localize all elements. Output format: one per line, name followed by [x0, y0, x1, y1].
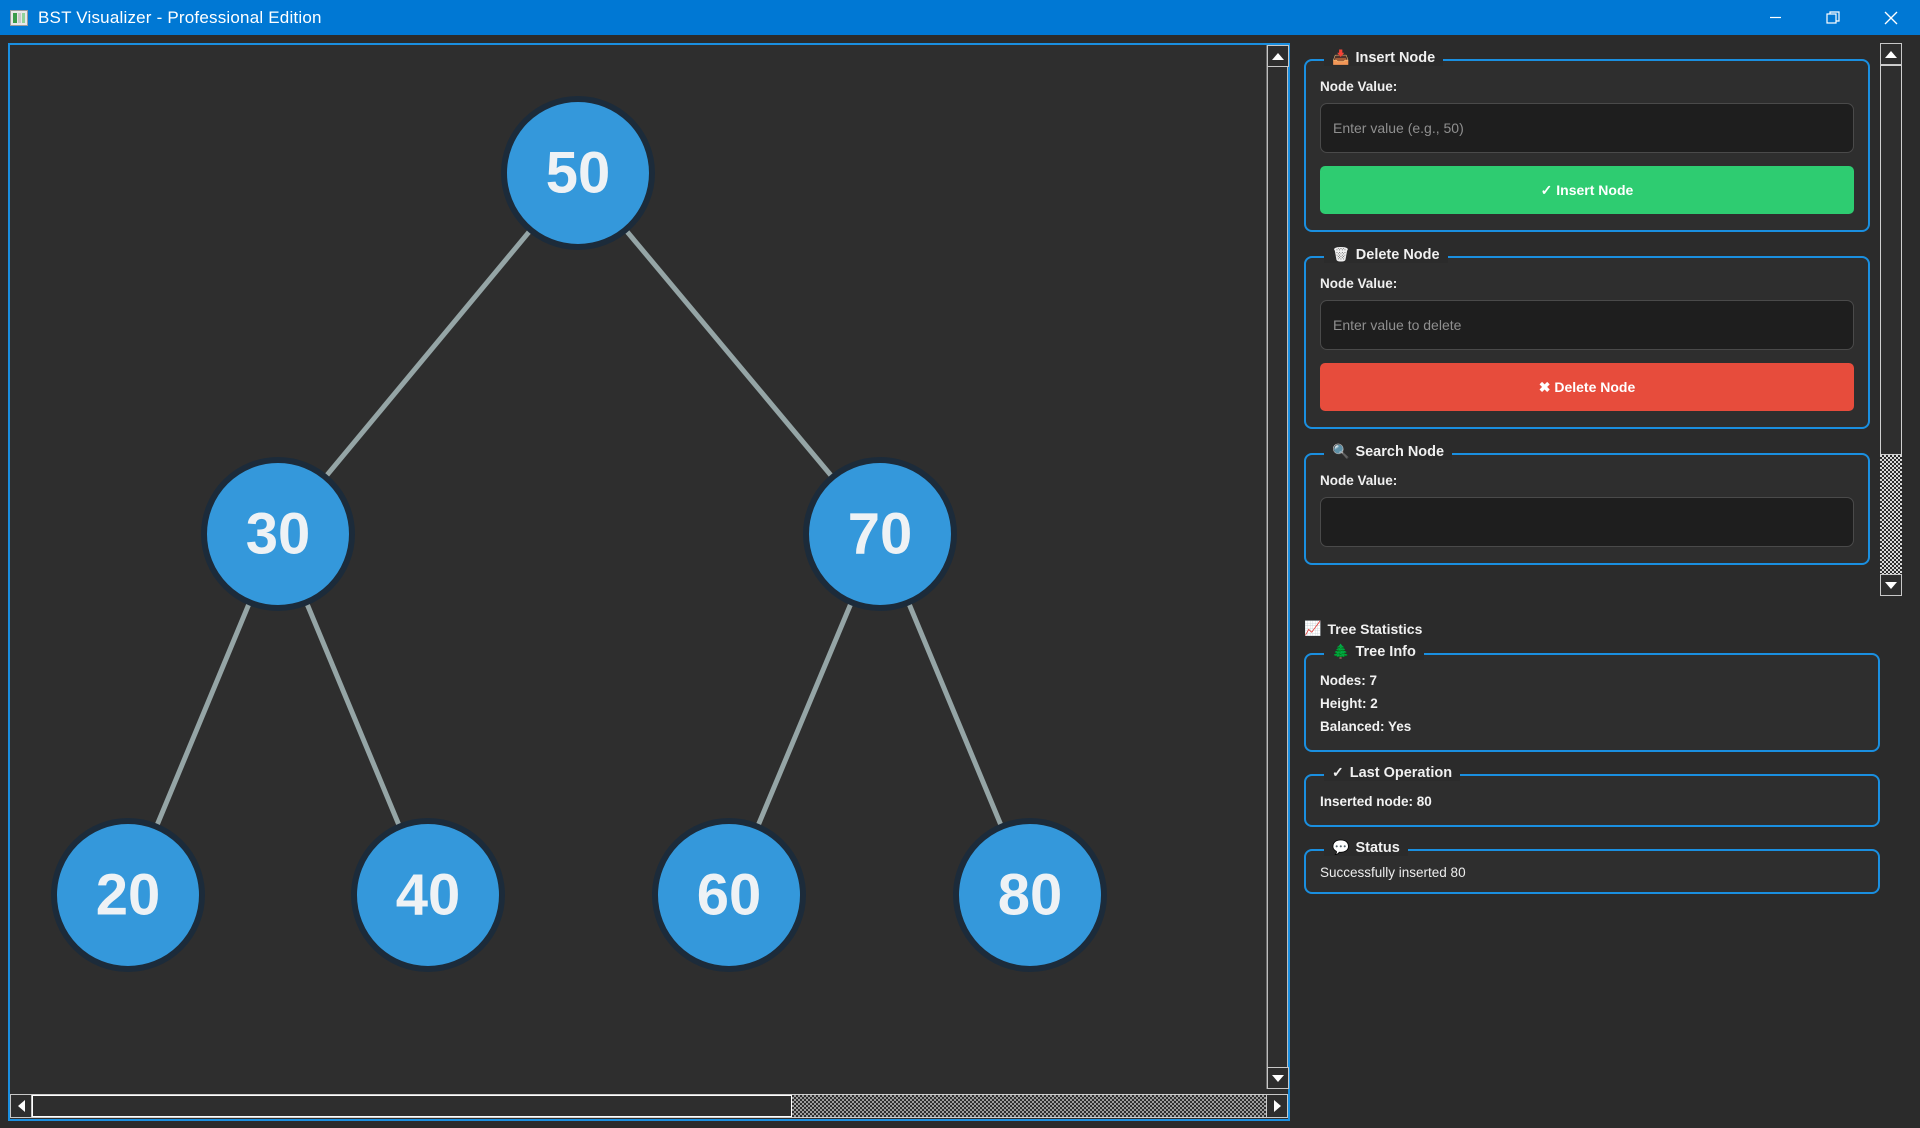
app-window-icon: [10, 9, 28, 26]
tree-info-nodes: Nodes: 7: [1320, 673, 1378, 688]
canvas-horizontal-scrollbar[interactable]: [10, 1093, 1288, 1119]
tree-info-title-label: Tree Info: [1355, 643, 1416, 660]
tree-node-value: 50: [546, 141, 611, 206]
canvas-vscroll-track[interactable]: [1267, 67, 1288, 1067]
insert-node-title: 📥 Insert Node: [1324, 49, 1444, 66]
bst-tree-graphic: 50 30 70 20 40 60 80: [51, 96, 1107, 972]
restore-button[interactable]: [1804, 0, 1862, 35]
insert-node-title-label: Insert Node: [1355, 49, 1436, 66]
status-text: Successfully inserted 80: [1320, 865, 1466, 880]
panel-vertical-scrollbar[interactable]: [1880, 43, 1902, 596]
tree-node-circle: [652, 818, 806, 972]
trash-icon: 🗑: [1332, 246, 1350, 262]
search-field-label: Node Value:: [1320, 473, 1398, 488]
scroll-right-button[interactable]: [1266, 1094, 1288, 1118]
tree-node[interactable]: 30: [201, 457, 355, 611]
delete-value-input[interactable]: [1320, 300, 1854, 350]
tree-statistics-header: 📈 Tree Statistics: [1304, 620, 1892, 637]
tree-edge: [576, 171, 882, 536]
canvas-hscroll-thumb[interactable]: [32, 1095, 792, 1117]
close-button[interactable]: [1862, 0, 1920, 35]
tree-node[interactable]: 20: [51, 818, 205, 972]
canvas-hscroll-track[interactable]: [32, 1094, 1266, 1118]
tree-node[interactable]: 50: [501, 96, 655, 250]
tree-node[interactable]: 80: [953, 818, 1107, 972]
chevron-down-icon: [1885, 581, 1897, 589]
panel-scroll-thumb[interactable]: [1880, 65, 1902, 455]
scroll-left-button[interactable]: [10, 1094, 32, 1118]
tree-info-group: 🌲 Tree Info Nodes: 7 Height: 2 Balanced:…: [1304, 643, 1880, 752]
magnifier-icon: 🔍: [1332, 443, 1350, 459]
chevron-up-icon: [1885, 50, 1897, 58]
title-bar: BST Visualizer - Professional Edition: [0, 0, 1920, 35]
canvas-vertical-scrollbar[interactable]: [1266, 45, 1289, 1089]
tree-info-balanced: Balanced: Yes: [1320, 719, 1412, 734]
tree-node-circle: [351, 818, 505, 972]
status-group: 💬 Status Successfully inserted 80: [1304, 839, 1880, 894]
search-node-title-label: Search Node: [1355, 443, 1445, 460]
tree-node-value: 80: [998, 863, 1063, 928]
tree-node-circle: [803, 457, 957, 611]
tree-node-circle: [953, 818, 1107, 972]
tree-node[interactable]: 70: [803, 457, 957, 611]
inbox-tray-icon: 📥: [1332, 49, 1350, 65]
insert-node-button[interactable]: ✓ Insert Node: [1320, 166, 1854, 214]
panel-scroll-track[interactable]: [1880, 65, 1902, 574]
delete-node-button[interactable]: ✖ Delete Node: [1320, 363, 1854, 411]
panel-scroll-up-button[interactable]: [1880, 43, 1902, 65]
delete-node-title: 🗑 Delete Node: [1324, 246, 1448, 263]
tree-info-height: Height: 2: [1320, 696, 1378, 711]
chevron-left-icon: [17, 1100, 25, 1112]
last-operation-title-label: Last Operation: [1349, 764, 1453, 781]
chevron-down-icon: [1272, 1074, 1284, 1082]
insert-value-input[interactable]: [1320, 103, 1854, 153]
tree-node-circle: [501, 96, 655, 250]
tree-canvas[interactable]: 50 30 70 20 40 60 80: [10, 45, 1268, 1089]
chart-icon: 📈: [1304, 620, 1322, 636]
tree-node-value: 40: [396, 863, 461, 928]
window-controls: [1746, 0, 1920, 35]
scroll-down-button[interactable]: [1267, 1067, 1289, 1089]
window-title: BST Visualizer - Professional Edition: [38, 7, 322, 27]
delete-node-group: 🗑 Delete Node Node Value: ✖ Delete Node: [1304, 246, 1870, 429]
search-node-group: 🔍 Search Node Node Value:: [1304, 443, 1870, 565]
delete-field-label: Node Value:: [1320, 276, 1398, 291]
insert-field-label: Node Value:: [1320, 79, 1398, 94]
last-operation-text: Inserted node: 80: [1320, 794, 1432, 809]
panel-scroll-down-button[interactable]: [1880, 574, 1902, 596]
check-icon: ✓: [1332, 764, 1344, 780]
last-operation-group: ✓ Last Operation Inserted node: 80: [1304, 764, 1880, 827]
control-panel: 📥 Insert Node Node Value: ✓ Insert Node …: [1290, 35, 1910, 1128]
scroll-up-button[interactable]: [1267, 45, 1289, 67]
status-title: 💬 Status: [1324, 839, 1408, 856]
tree-info-title: 🌲 Tree Info: [1324, 643, 1424, 660]
evergreen-tree-icon: 🌲: [1332, 643, 1350, 659]
tree-node-value: 70: [848, 502, 913, 567]
chevron-up-icon: [1272, 52, 1284, 60]
insert-node-group: 📥 Insert Node Node Value: ✓ Insert Node: [1304, 49, 1870, 232]
tree-node-circle: [51, 818, 205, 972]
operations-scroll-region: 📥 Insert Node Node Value: ✓ Insert Node …: [1292, 43, 1882, 608]
last-operation-title: ✓ Last Operation: [1324, 764, 1461, 781]
tree-node[interactable]: 60: [652, 818, 806, 972]
tree-node-value: 60: [697, 863, 762, 928]
tree-node-value: 30: [246, 502, 311, 567]
delete-node-title-label: Delete Node: [1355, 246, 1440, 263]
tree-node-value: 20: [96, 863, 161, 928]
minimize-button[interactable]: [1746, 0, 1804, 35]
tree-statistics-label: Tree Statistics: [1327, 620, 1423, 637]
tree-node-circle: [201, 457, 355, 611]
status-title-label: Status: [1355, 839, 1400, 856]
tree-node[interactable]: 40: [351, 818, 505, 972]
search-node-title: 🔍 Search Node: [1324, 443, 1453, 460]
tree-canvas-panel: 50 30 70 20 40 60 80: [8, 43, 1290, 1121]
tree-edge: [276, 171, 580, 536]
chevron-right-icon: [1273, 1100, 1281, 1112]
speech-bubble-icon: 💬: [1332, 839, 1350, 855]
tree-statistics-area: 📈 Tree Statistics 🌲 Tree Info Nodes: 7 H…: [1292, 620, 1892, 894]
search-value-input[interactable]: [1320, 497, 1854, 547]
